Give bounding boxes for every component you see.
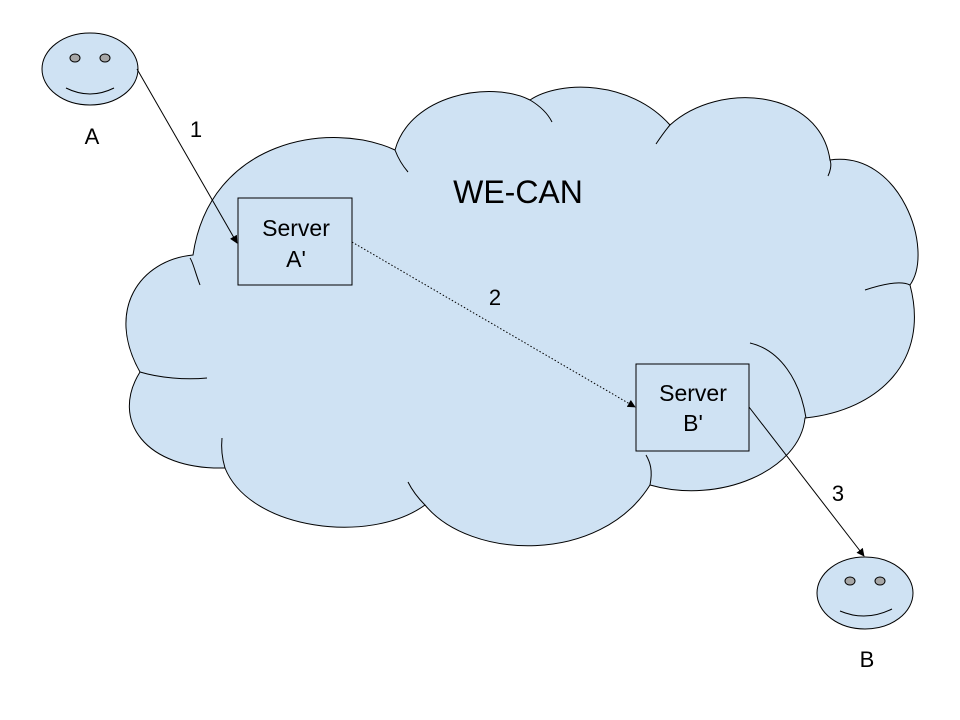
cloud-arc: [529, 99, 553, 123]
server-a-line2: A': [286, 246, 306, 272]
cloud-arc: [139, 371, 208, 380]
cloud-arc: [864, 282, 911, 291]
smile-icon: [839, 608, 893, 617]
eye-icon: [99, 53, 111, 63]
we-can-cloud: WE-CAN: [125, 86, 919, 547]
user-b: B: [816, 556, 914, 672]
user-a-label: A: [85, 124, 100, 149]
step-3-label: 3: [832, 481, 844, 506]
user-a-smiley-icon: [41, 32, 139, 106]
cloud-arc: [394, 149, 409, 173]
cloud-title: WE-CAN: [453, 174, 583, 210]
cloud-arc: [221, 437, 226, 469]
cloud-arc: [827, 159, 832, 177]
eye-icon: [874, 576, 886, 586]
cloud-arc: [189, 257, 201, 286]
server-b-box: Server B': [635, 363, 750, 452]
server-b-rect: [635, 363, 750, 452]
cloud-arc: [749, 342, 807, 419]
step-1-label: 1: [190, 117, 202, 142]
cloud-arc: [655, 124, 671, 145]
user-b-label: B: [860, 647, 875, 672]
smile-icon: [65, 87, 115, 95]
cloud-shape: [125, 86, 919, 547]
eye-icon: [69, 53, 81, 63]
server-b-line2: B': [683, 410, 703, 436]
user-a: A: [41, 32, 139, 149]
arrow-a-to-server-a: [136, 68, 238, 244]
server-a-line1: Server: [262, 215, 330, 241]
server-a-box: Server A': [237, 197, 353, 286]
cloud-arc: [645, 454, 652, 486]
cloud-arc: [407, 481, 426, 506]
server-a-rect: [237, 197, 353, 286]
step-2-label: 2: [489, 285, 501, 310]
arrow-server-b-to-b: [748, 406, 865, 557]
user-b-smiley-icon: [816, 556, 914, 630]
server-b-line1: Server: [659, 380, 727, 406]
eye-icon: [844, 576, 856, 586]
